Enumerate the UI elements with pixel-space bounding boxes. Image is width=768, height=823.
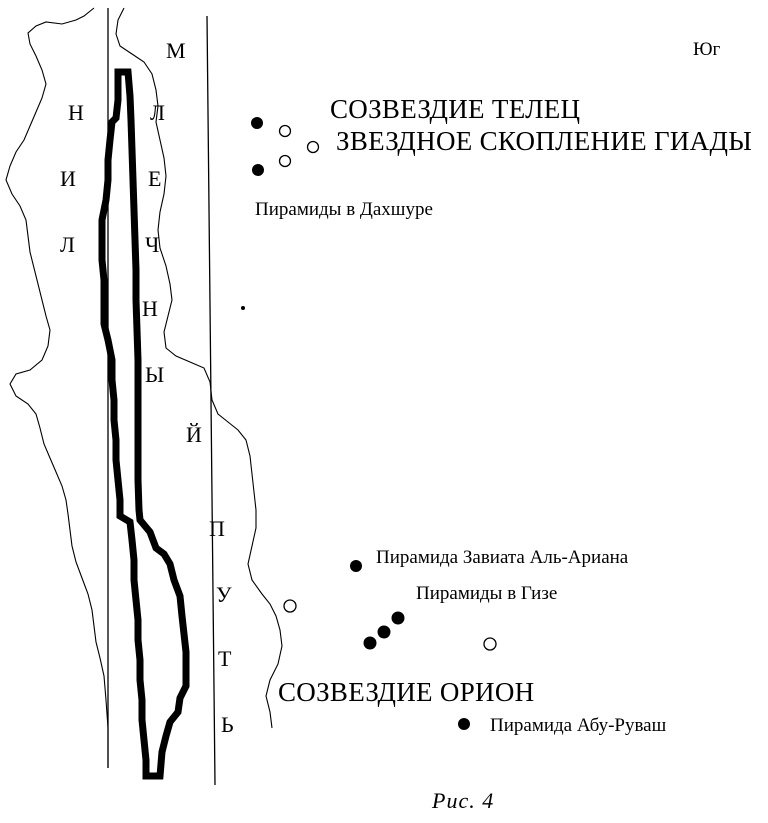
nile-outline-right [115, 7, 283, 729]
milky-way-letter-10: Т [218, 646, 232, 671]
zawiyet-star [350, 560, 362, 572]
orion-star-open-left [283, 599, 297, 613]
milky-way-letter-9: У [216, 582, 232, 607]
giza-star-3 [363, 636, 377, 650]
giza-label: Пирамиды в Гизе [416, 583, 558, 604]
orion-title: СОЗВЕЗДИЕ ОРИОН [278, 677, 535, 707]
milky-way-letter-7: Й [186, 422, 202, 447]
hyades-star-open-2 [306, 140, 320, 154]
abu-rawash-label: Пирамида Абу-Руваш [490, 715, 667, 736]
nile-course [98, 68, 190, 780]
stray-dot [241, 306, 245, 310]
hyades-star-open-1 [278, 124, 292, 138]
milky-way-letter-2: Л [150, 100, 165, 125]
milky-way-letter-4: Ч [145, 232, 160, 257]
figure-caption: Рис. 4 [432, 788, 495, 813]
hyades-title: ЗВЕЗДНОЕ СКОПЛЕНИЕ ГИАДЫ [336, 126, 753, 156]
milky-way-letter-6: Ы [145, 362, 165, 387]
dahshur-label: Пирамиды в Дахшуре [255, 199, 433, 220]
milky-way-letter-8: П [209, 516, 225, 541]
nile-letter-3: Л [60, 232, 75, 257]
taurus-star-filled-2 [252, 164, 264, 176]
nile-outline-left [5, 7, 109, 768]
milky-way-letter-1: М [166, 38, 186, 63]
hyades-star-open-3 [278, 154, 292, 168]
giza-star-2 [377, 625, 391, 639]
zawiyet-label: Пирамида Завиата Аль-Ариана [376, 547, 629, 568]
south-direction-label: Юг [693, 39, 721, 60]
taurus-star-filled-1 [251, 117, 263, 129]
milky-way-letter-5: Н [142, 296, 158, 321]
milky-way-border-right [206, 15, 216, 786]
orion-star-open-right [483, 637, 497, 651]
taurus-title: СОЗВЕЗДИЕ ТЕЛЕЦ [330, 94, 581, 124]
nile-letter-1: Н [68, 100, 84, 125]
giza-star-1 [391, 611, 405, 625]
milky-way-letter-11: Ь [221, 712, 234, 737]
milky-way-letter-3: Е [148, 166, 162, 191]
nile-letter-2: И [60, 166, 76, 191]
abu-rawash-star [458, 718, 470, 730]
